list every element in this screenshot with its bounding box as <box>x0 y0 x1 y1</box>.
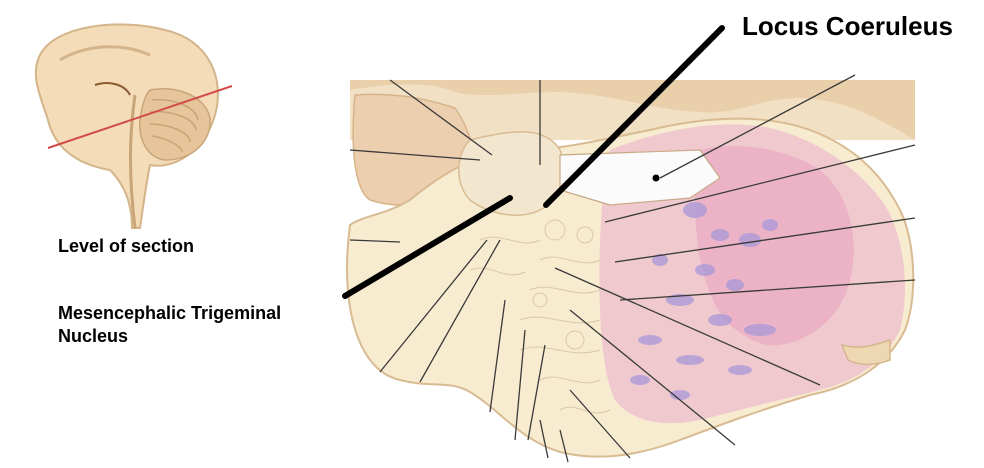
mesencephalic-label-line1: Mesencephalic Trigeminal <box>58 302 281 325</box>
pons-cross-section <box>347 80 915 457</box>
mesencephalic-label-line2: Nucleus <box>58 325 281 348</box>
level-of-section-label: Level of section <box>58 235 194 258</box>
sagittal-brain-thumbnail <box>36 24 232 228</box>
mesencephalic-trigeminal-nucleus-label: Mesencephalic Trigeminal Nucleus <box>58 302 281 347</box>
locus-coeruleus-label: Locus Coeruleus <box>742 10 953 43</box>
fourth-ventricle-dot <box>653 175 660 182</box>
